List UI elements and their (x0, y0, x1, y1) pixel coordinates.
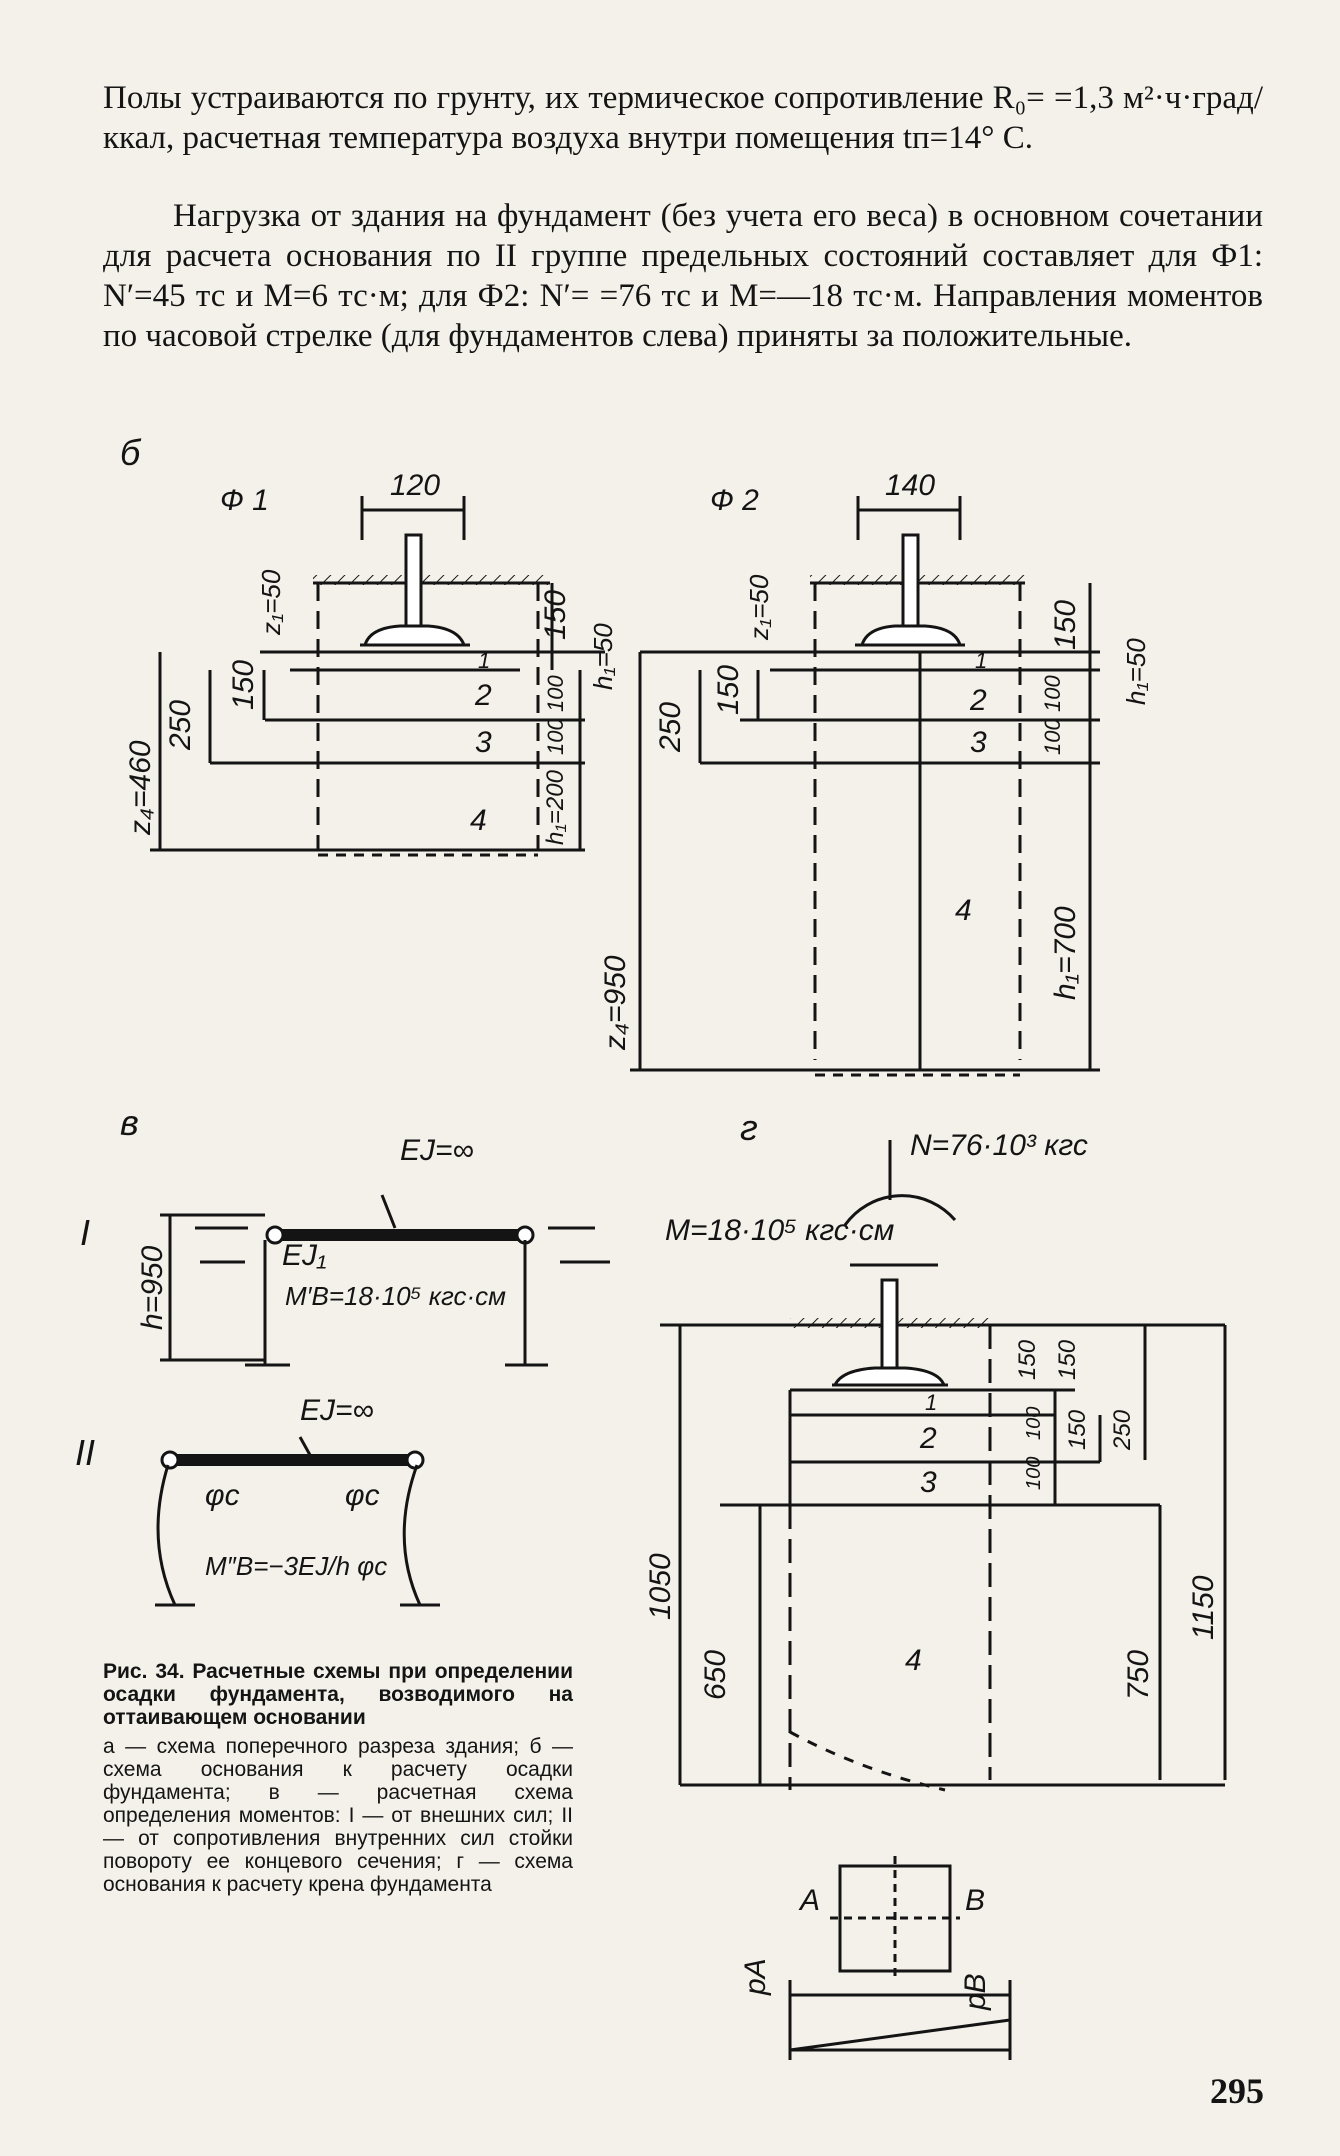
scheme-i-ej-inf: EJ=∞ (400, 1134, 474, 1167)
pressure-pb: pB (959, 1973, 992, 2011)
f1-layer-3: 3 (475, 726, 492, 759)
f2-d100b: 100 (1040, 718, 1065, 755)
f1-z1: z₁=50 (256, 569, 286, 636)
panel-label-v: в (120, 1102, 139, 1143)
f2-layer-1: 1 (975, 648, 987, 673)
f1-h1b: h₁=200 (542, 769, 569, 845)
f2-z4: z₄=950 (599, 955, 632, 1051)
f2-d250: 250 (654, 702, 687, 753)
f1-z4: z₄=460 (124, 740, 157, 836)
caption-body: а — схема поперечного разреза здания; б … (103, 1735, 573, 1896)
foundation-f1 (150, 496, 605, 857)
scheme-i (160, 1194, 610, 1367)
f2-name: Ф 2 (710, 484, 759, 517)
scheme-ii-phi-right: φc (345, 1479, 380, 1512)
f2-layer-2: 2 (969, 684, 987, 717)
pressure-pa: pA (739, 1958, 772, 1996)
f2-h1b: h₁=700 (1049, 906, 1082, 1000)
f2-d100a: 100 (1040, 675, 1065, 712)
g-d1150: 1150 (1187, 1575, 1220, 1640)
f1-d100b: 100 (543, 718, 568, 755)
paragraph-2: Нагрузка от здания на фундамент (без уче… (103, 198, 1263, 354)
f1-d150a: 150 (227, 660, 260, 710)
g-layer-1: 1 (925, 1390, 937, 1415)
f1-layer-2: 2 (474, 679, 492, 712)
f1-h1a: h₁=50 (588, 623, 618, 690)
f2-h1a: h₁=50 (1121, 638, 1151, 705)
g-layer-4: 4 (905, 1644, 922, 1677)
f1-layer-1: 1 (478, 648, 490, 673)
scheme-ii-ej-inf: EJ=∞ (300, 1394, 374, 1427)
scheme-g (660, 1140, 1227, 2060)
page-number: 295 (1210, 2071, 1264, 2111)
paragraph-1: Полы устраиваются по грунту, их термичес… (103, 80, 1263, 156)
scheme-i-moment: M′B=18·10⁵ кгс·см (285, 1281, 506, 1311)
f2-d150b: 150 (1049, 600, 1082, 650)
scheme-i-label: I (80, 1212, 90, 1253)
f1-d250: 250 (164, 700, 197, 751)
g-d100b: 100 (1023, 1457, 1045, 1490)
f1-d100a: 100 (543, 675, 568, 712)
foundation-f2 (630, 496, 1100, 1077)
f1-d150b: 150 (539, 590, 572, 640)
g-d100a: 100 (1023, 1407, 1045, 1440)
f2-layer-4: 4 (955, 894, 972, 927)
scheme-ii-moment: M″B=−3EJ/h φc (205, 1551, 387, 1581)
f2-z1: z₁=50 (744, 574, 774, 641)
moment-m: M=18·10⁵ кгс·см (665, 1214, 894, 1247)
scheme-ii-phi-left: φc (205, 1479, 240, 1512)
g-d150b: 150 (1054, 1339, 1081, 1380)
plan-label-b: B (965, 1884, 985, 1917)
f2-layer-3: 3 (970, 726, 987, 759)
f2-width-dim: 140 (885, 469, 935, 502)
f1-width-dim: 120 (390, 469, 440, 502)
force-n: N=76·10³ кгс (910, 1129, 1088, 1162)
f1-layer-4: 4 (470, 804, 487, 837)
panel-label-b: б (120, 432, 142, 473)
scheme-ii-label: II (75, 1432, 95, 1473)
f1-name: Ф 1 (220, 484, 269, 517)
g-d650: 650 (699, 1650, 732, 1700)
scheme-i-ej1: EJ₁ (282, 1239, 326, 1272)
g-layer-2: 2 (919, 1422, 937, 1455)
caption-title: Рис. 34. Расчетные схемы при определении… (103, 1660, 573, 1729)
figure-caption: Рис. 34. Расчетные схемы при определении… (103, 1660, 573, 1896)
g-d250: 250 (1109, 1409, 1136, 1451)
scheme-i-height: h=950 (136, 1245, 169, 1330)
f2-d150a: 150 (712, 665, 745, 715)
g-d750: 750 (1122, 1650, 1155, 1700)
panel-label-g: г (740, 1107, 758, 1148)
plan-label-a: A (798, 1884, 820, 1917)
g-d150c: 150 (1064, 1409, 1091, 1450)
g-d150a: 150 (1014, 1339, 1041, 1380)
scheme-ii (155, 1436, 440, 1607)
g-d1050: 1050 (644, 1553, 677, 1620)
g-layer-3: 3 (920, 1466, 937, 1499)
